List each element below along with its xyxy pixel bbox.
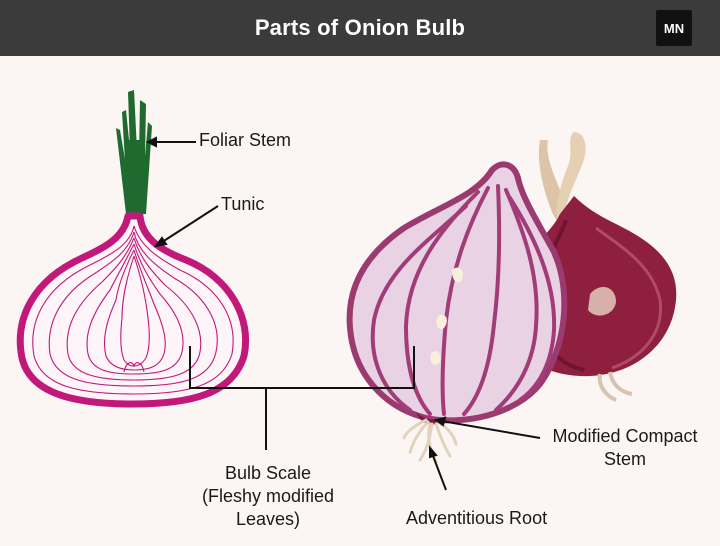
pointer-lines <box>145 136 541 491</box>
page-title: Parts of Onion Bulb <box>254 15 466 40</box>
half-onion-front <box>346 161 568 425</box>
header-bar: Parts of Onion Bulb MN <box>0 0 720 56</box>
bulb-scale-label-line1: Bulb Scale <box>224 463 312 483</box>
bulb-scale-label: Bulb Scale (Fleshy modified Leaves) <box>178 462 358 531</box>
modified-compact-stem-label: Modified Compact Stem <box>538 425 712 471</box>
bulb-scale-label-line3: Leaves) <box>235 509 301 529</box>
onion-diagram <box>16 90 677 491</box>
compact-stem-label-line1: Modified Compact <box>552 426 698 446</box>
foliar-stem-label: Foliar Stem <box>199 130 292 150</box>
tunic-label: Tunic <box>221 194 265 214</box>
bulb-scale-rings <box>32 225 234 395</box>
adventitious-root-label: Adventitious Root <box>406 508 548 528</box>
tunic-layer <box>16 212 250 408</box>
brand-logo: MN <box>656 10 692 46</box>
compact-stem-label-line2: Stem <box>603 449 646 469</box>
bulb-scale-label-line2: (Fleshy modified <box>201 486 335 506</box>
foliar-stem-leaves <box>116 90 152 218</box>
